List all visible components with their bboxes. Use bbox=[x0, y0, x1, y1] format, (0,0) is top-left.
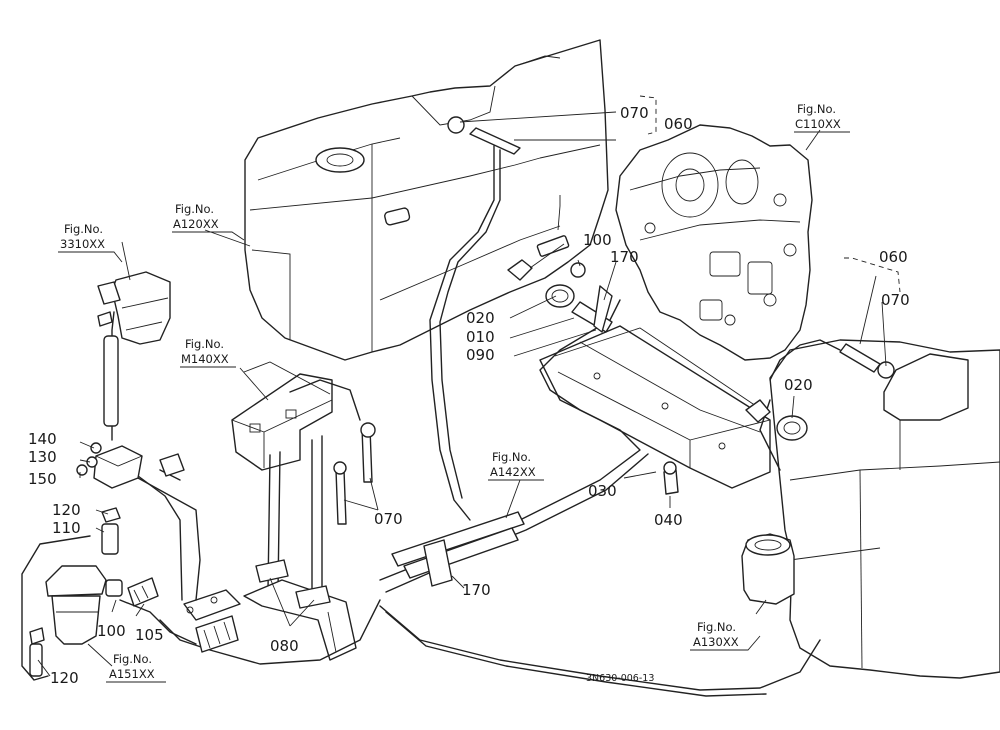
fig-ref-m140: Fig.No. M140XX bbox=[180, 337, 236, 368]
callout-060-top: 060 bbox=[664, 115, 693, 133]
svg-text:Fig.No.: Fig.No. bbox=[697, 620, 736, 634]
callout-060-right: 060 bbox=[879, 248, 908, 266]
callout-140: 140 bbox=[28, 430, 57, 448]
callout-120-lower: 120 bbox=[50, 669, 79, 687]
hoses-and-fittings bbox=[195, 116, 895, 653]
fig-ref-3310: Fig.No. 3310XX bbox=[58, 222, 123, 263]
callout-020-right: 020 bbox=[784, 376, 813, 394]
callout-070-mid: 070 bbox=[374, 510, 403, 528]
callout-130: 130 bbox=[28, 448, 57, 466]
svg-text:M140XX: M140XX bbox=[181, 352, 229, 366]
group-brackets bbox=[639, 95, 901, 293]
left-fuel-tank bbox=[244, 39, 609, 361]
callout-040: 040 bbox=[654, 511, 683, 529]
fig-ref-a130: Fig.No. A130XX bbox=[690, 620, 761, 651]
svg-text:Fig.No.: Fig.No. bbox=[64, 222, 103, 236]
svg-text:Fig.No.: Fig.No. bbox=[113, 652, 152, 666]
callout-105: 105 bbox=[135, 626, 164, 644]
svg-text:Fig.No.: Fig.No. bbox=[175, 202, 214, 216]
transmission-case bbox=[615, 124, 813, 361]
fig-ref-c110: Fig.No. C110XX bbox=[794, 102, 850, 133]
svg-text:A151XX: A151XX bbox=[109, 667, 155, 681]
fig-ref-a151: Fig.No. A151XX bbox=[106, 652, 166, 683]
callout-010: 010 bbox=[466, 328, 495, 346]
callout-090: 090 bbox=[466, 346, 495, 364]
svg-text:3310XX: 3310XX bbox=[60, 237, 105, 251]
water-separator-assembly bbox=[29, 565, 159, 677]
right-fuel-tank bbox=[741, 339, 1000, 679]
callout-120-upper: 120 bbox=[52, 501, 81, 519]
callout-170-top: 170 bbox=[610, 248, 639, 266]
svg-text:A130XX: A130XX bbox=[693, 635, 739, 649]
svg-text:Fig.No.: Fig.No. bbox=[492, 450, 531, 464]
callout-170-bottom: 170 bbox=[462, 581, 491, 599]
callout-070-right: 070 bbox=[881, 291, 910, 309]
callout-030: 030 bbox=[588, 482, 617, 500]
leader-lines bbox=[37, 111, 887, 677]
svg-text:Fig.No.: Fig.No. bbox=[185, 337, 224, 351]
mounting-bracket-030 bbox=[539, 325, 771, 489]
support-bracket bbox=[183, 361, 357, 661]
drawing-code: 3N630-006-13 bbox=[586, 673, 654, 684]
callout-080: 080 bbox=[270, 637, 299, 655]
callout-150: 150 bbox=[28, 470, 57, 488]
callout-100-top: 100 bbox=[583, 231, 612, 249]
fuel-filter-assembly bbox=[76, 271, 185, 555]
callout-110: 110 bbox=[52, 519, 81, 537]
svg-text:A120XX: A120XX bbox=[173, 217, 219, 231]
part-callouts: 070 060 060 070 100 170 020 010 090 020 … bbox=[28, 104, 910, 687]
callout-020-left: 020 bbox=[466, 309, 495, 327]
fig-ref-a120: Fig.No. A120XX bbox=[172, 202, 245, 241]
fig-ref-a142: Fig.No. A142XX bbox=[488, 450, 544, 481]
svg-text:A142XX: A142XX bbox=[490, 465, 536, 479]
svg-text:C110XX: C110XX bbox=[795, 117, 841, 131]
callout-070-top: 070 bbox=[620, 104, 649, 122]
svg-text:Fig.No.: Fig.No. bbox=[797, 102, 836, 116]
callout-100-bottom: 100 bbox=[97, 622, 126, 640]
